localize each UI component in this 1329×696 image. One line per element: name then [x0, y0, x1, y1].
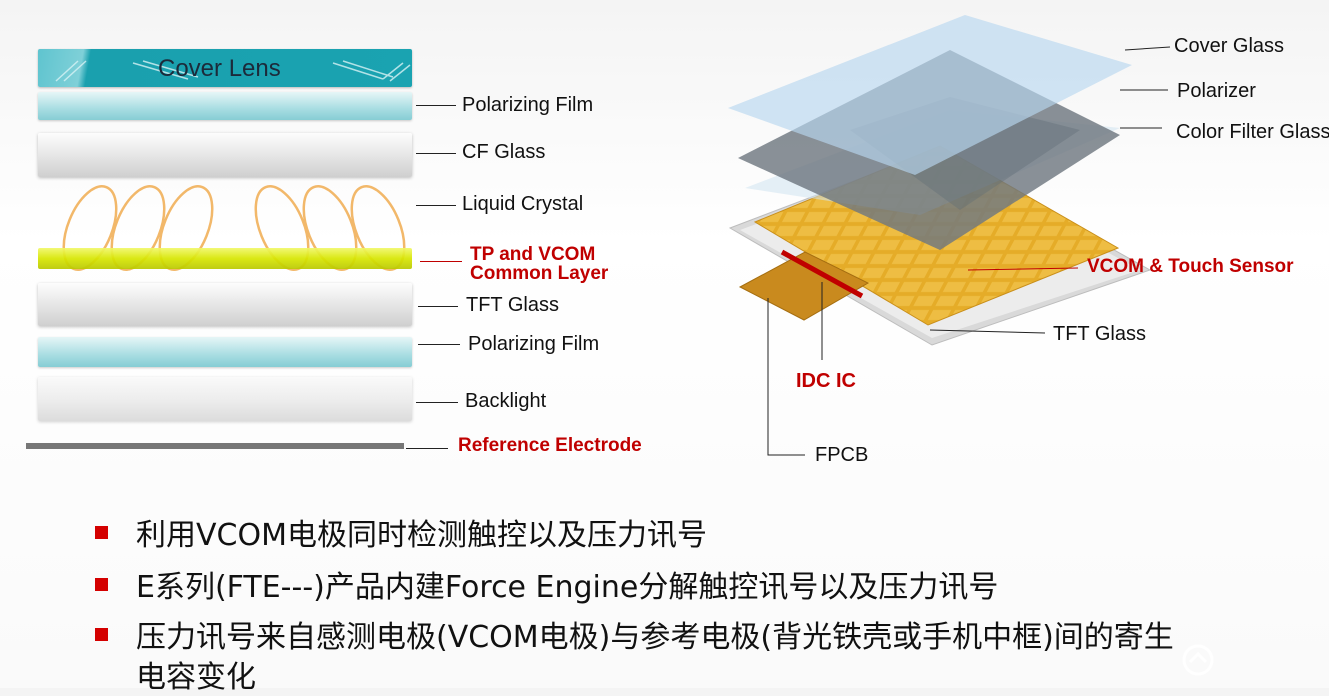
leader-line: [929, 329, 1046, 334]
label-reference-electrode: Reference Electrode: [458, 435, 642, 456]
bullet-square-icon: [95, 526, 108, 539]
label-vcom-touch-sensor: VCOM & Touch Sensor: [1087, 256, 1294, 277]
bullet-square-icon: [95, 578, 108, 591]
bullet-item: E系列(FTE---)产品内建Force Engine分解触控讯号以及压力讯号: [95, 562, 998, 606]
bullet-item: 压力讯号来自感测电极(VCOM电极)与参考电极(背光铁壳或手机中框)间的寄生: [95, 612, 1174, 656]
bullet-text: E系列(FTE---)产品内建Force Engine分解触控讯号以及压力讯号: [136, 570, 999, 605]
leader-line: [1124, 46, 1171, 51]
cover-lens-label: Cover Lens: [158, 55, 281, 82]
tp-vcom-layer: [38, 248, 412, 269]
reference-electrode-bar: [26, 443, 404, 449]
leader-line: [767, 298, 805, 456]
label-tp-vcom-line2: Common Layer: [470, 263, 609, 284]
bullet-text: 压力讯号来自感测电极(VCOM电极)与参考电极(背光铁壳或手机中框)间的寄生: [136, 620, 1174, 655]
tft-glass-layer: [38, 283, 412, 326]
polarizing-film-top-layer: [38, 92, 412, 120]
bullet-text: 利用VCOM电极同时检测触控以及压力讯号: [136, 518, 707, 553]
exploded-panel-diagram: [728, 15, 1171, 456]
label-polarizing-film-top: Polarizing Film: [462, 94, 594, 116]
glare-lines-icon: [55, 60, 411, 82]
leader-line-red: [420, 261, 462, 262]
idc-ic-chip: [780, 249, 864, 299]
label-color-filter-glass: Color Filter Glass: [1176, 121, 1329, 143]
cf-glass-layer: [38, 133, 412, 177]
label-idc-ic: IDC IC: [796, 370, 856, 392]
label-cf-glass: CF Glass: [462, 141, 546, 163]
label-polarizer: Polarizer: [1177, 80, 1256, 102]
fpcb-board: [738, 251, 870, 321]
label-tft-glass-left: TFT Glass: [466, 294, 559, 316]
leader-line: [418, 306, 458, 307]
label-liquid-crystal: Liquid Crystal: [462, 193, 584, 215]
label-backlight: Backlight: [465, 390, 547, 412]
leader-line: [406, 448, 448, 449]
label-polarizing-film-bottom: Polarizing Film: [468, 333, 600, 355]
cover-glass-plate: [728, 15, 1132, 175]
leader-line: [416, 205, 456, 206]
bullet-square-icon: [95, 628, 108, 641]
backlight-layer: [38, 377, 412, 421]
cover-lens-layer: Cover Lens: [38, 49, 412, 87]
label-fpcb: FPCB: [815, 444, 869, 466]
label-cover-glass: Cover Glass: [1174, 35, 1285, 57]
polarizing-film-bottom-layer: [38, 337, 412, 367]
leader-line: [418, 344, 460, 345]
watermark-logo: [1182, 644, 1214, 676]
leader-line: [416, 402, 458, 403]
bullet-item: 利用VCOM电极同时检测触控以及压力讯号: [95, 510, 707, 554]
leader-line: [416, 153, 456, 154]
leader-line: [416, 105, 456, 106]
leader-line-red: [967, 267, 1079, 271]
label-tp-vcom-line1: TP and VCOM: [470, 244, 596, 265]
bullet-text-continuation: 电容变化: [136, 660, 256, 695]
label-tft-glass-right: TFT Glass: [1053, 323, 1146, 345]
